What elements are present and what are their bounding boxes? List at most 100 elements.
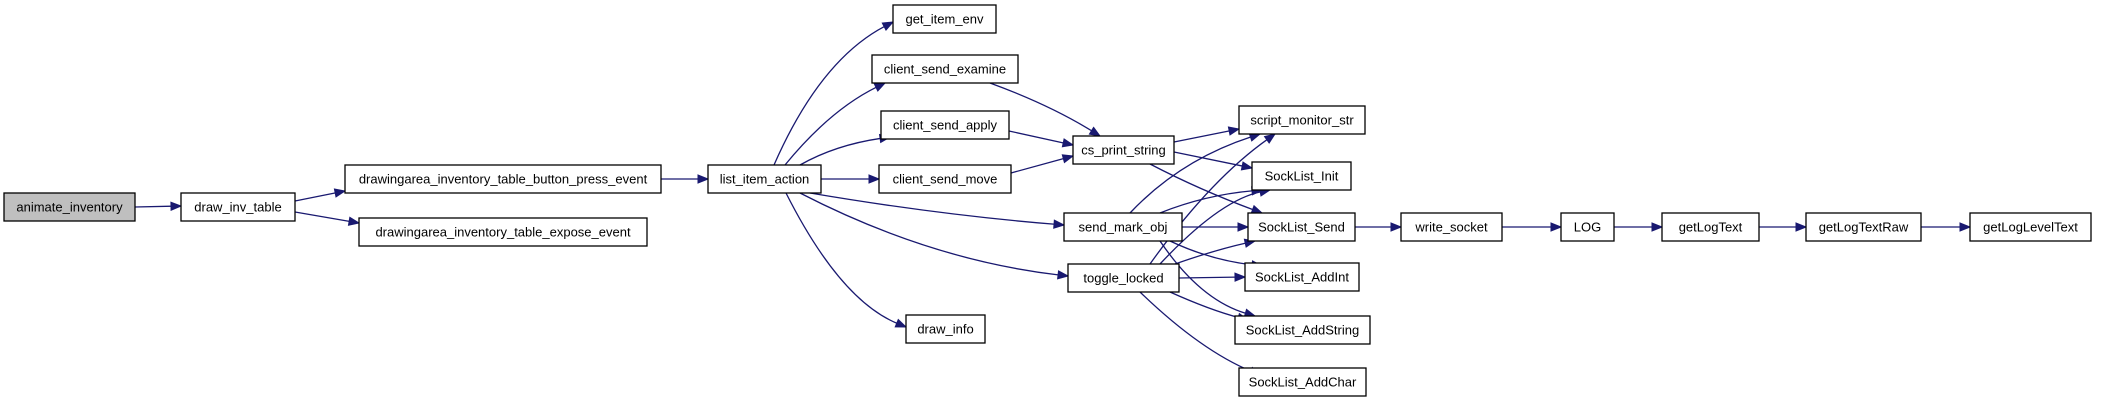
node-get_item_env[interactable]: get_item_env: [892, 4, 997, 34]
arrow-head-icon: [1061, 138, 1075, 148]
edge-list_item_action-to-client_send_move: [821, 174, 881, 184]
arrow-head-icon: [1240, 161, 1254, 171]
node-box[interactable]: [180, 192, 296, 222]
node-box[interactable]: [892, 4, 997, 34]
edge-line: [1129, 136, 1252, 214]
edge-line: [1010, 157, 1065, 174]
node-label: cs_print_string: [1081, 143, 1166, 158]
node-box[interactable]: [707, 164, 822, 194]
node-label: LOG: [1574, 220, 1601, 235]
edge-cs_print_string-to-SockList_Send: [1149, 163, 1264, 214]
node-box[interactable]: [344, 164, 662, 194]
node-box[interactable]: [3, 192, 136, 222]
edge-list_item_action-to-send_mark_obj: [809, 192, 1066, 229]
arrow-head-icon: [1057, 270, 1070, 280]
node-box[interactable]: [1400, 212, 1503, 242]
edge-button_press-to-list_item_action: [661, 174, 710, 184]
node-write_socket[interactable]: write_socket: [1400, 212, 1503, 242]
edge-line: [1178, 276, 1237, 279]
node-box[interactable]: [1234, 315, 1371, 345]
node-box[interactable]: [871, 54, 1019, 84]
edge-line: [1149, 163, 1254, 211]
node-SockList_AddString[interactable]: SockList_AddString: [1234, 315, 1371, 345]
node-box[interactable]: [1251, 161, 1352, 191]
edge-line: [1149, 138, 1269, 265]
arrow-head-icon: [1651, 222, 1664, 232]
node-box[interactable]: [1805, 212, 1922, 242]
node-box[interactable]: [1238, 367, 1367, 397]
node-box[interactable]: [1063, 212, 1183, 242]
node-cs_print_string[interactable]: cs_print_string: [1072, 135, 1175, 165]
node-box[interactable]: [1244, 262, 1360, 292]
arrow-head-icon: [1390, 222, 1403, 232]
node-getLogText[interactable]: getLogText: [1661, 212, 1760, 242]
node-label: draw_inv_table: [194, 200, 281, 215]
node-box[interactable]: [878, 164, 1012, 194]
node-box[interactable]: [1247, 212, 1356, 242]
arrow-head-icon: [347, 216, 361, 226]
node-box[interactable]: [880, 110, 1010, 140]
node-SockList_AddInt[interactable]: SockList_AddInt: [1244, 262, 1360, 292]
node-box[interactable]: [905, 314, 986, 344]
node-draw_info[interactable]: draw_info: [905, 314, 986, 344]
node-label: draw_info: [917, 322, 973, 337]
node-box[interactable]: [1238, 105, 1366, 135]
node-box[interactable]: [1072, 135, 1175, 165]
node-box[interactable]: [1969, 212, 2092, 242]
edge-line: [799, 192, 1060, 276]
edge-draw_inv_table-to-button_press: [294, 188, 347, 202]
arrow-head-icon: [873, 82, 887, 92]
edge-toggle_locked-to-SockList_AddInt: [1178, 272, 1247, 282]
node-label: animate_inventory: [16, 200, 123, 215]
node-animate_inventory[interactable]: animate_inventory: [3, 192, 136, 222]
node-LOG[interactable]: LOG: [1560, 212, 1615, 242]
node-list_item_action[interactable]: list_item_action: [707, 164, 822, 194]
node-label: write_socket: [1414, 220, 1488, 235]
node-SockList_Init[interactable]: SockList_Init: [1251, 161, 1352, 191]
edge-draw_inv_table-to-expose_event: [294, 211, 361, 226]
arrow-head-icon: [1959, 222, 1972, 232]
arrow-head-icon: [894, 318, 908, 328]
node-label: getLogLevelText: [1983, 220, 2078, 235]
edge-line: [785, 192, 898, 325]
node-draw_inv_table[interactable]: draw_inv_table: [180, 192, 296, 222]
arrow-head-icon: [1263, 133, 1277, 144]
node-toggle_locked[interactable]: toggle_locked: [1067, 263, 1180, 293]
edge-line: [1159, 190, 1254, 214]
edge-toggle_locked-to-script_monitor_str: [1149, 133, 1277, 265]
edge-client_send_move-to-cs_print_string: [1010, 154, 1075, 174]
node-label: send_mark_obj: [1079, 220, 1168, 235]
edge-line: [799, 137, 882, 166]
node-button_press[interactable]: drawingarea_inventory_table_button_press…: [344, 164, 662, 194]
edge-line: [1173, 130, 1231, 143]
edge-line: [784, 86, 878, 166]
node-SockList_AddChar[interactable]: SockList_AddChar: [1238, 367, 1367, 397]
node-box[interactable]: [1661, 212, 1760, 242]
node-label: getLogText: [1679, 220, 1743, 235]
node-client_send_apply[interactable]: client_send_apply: [880, 110, 1010, 140]
node-box[interactable]: [358, 217, 648, 247]
node-client_send_move[interactable]: client_send_move: [878, 164, 1012, 194]
node-expose_event[interactable]: drawingarea_inventory_table_expose_event: [358, 217, 648, 247]
node-box[interactable]: [1560, 212, 1615, 242]
node-SockList_Send[interactable]: SockList_Send: [1247, 212, 1356, 242]
node-label: drawingarea_inventory_table_button_press…: [359, 172, 648, 187]
edge-line: [1159, 240, 1247, 315]
node-send_mark_obj[interactable]: send_mark_obj: [1063, 212, 1183, 242]
edge-getLogText-to-getLogTextRaw: [1759, 222, 1808, 232]
call-graph-nodes: animate_inventory draw_inv_table drawingar…: [3, 4, 2092, 397]
edge-list_item_action-to-client_send_apply: [799, 133, 892, 166]
node-label: list_item_action: [720, 172, 810, 187]
node-label: SockList_AddInt: [1255, 270, 1349, 285]
node-script_monitor_str[interactable]: script_monitor_str: [1238, 105, 1366, 135]
edge-line: [1159, 191, 1262, 265]
node-getLogLevelText[interactable]: getLogLevelText: [1969, 212, 2092, 242]
node-getLogTextRaw[interactable]: getLogTextRaw: [1805, 212, 1922, 242]
arrow-head-icon: [333, 188, 347, 198]
arrow-head-icon: [697, 174, 710, 184]
node-box[interactable]: [1067, 263, 1180, 293]
node-client_send_examine[interactable]: client_send_examine: [871, 54, 1019, 84]
arrow-head-icon: [1053, 219, 1066, 229]
edge-client_send_apply-to-cs_print_string: [1008, 130, 1075, 148]
